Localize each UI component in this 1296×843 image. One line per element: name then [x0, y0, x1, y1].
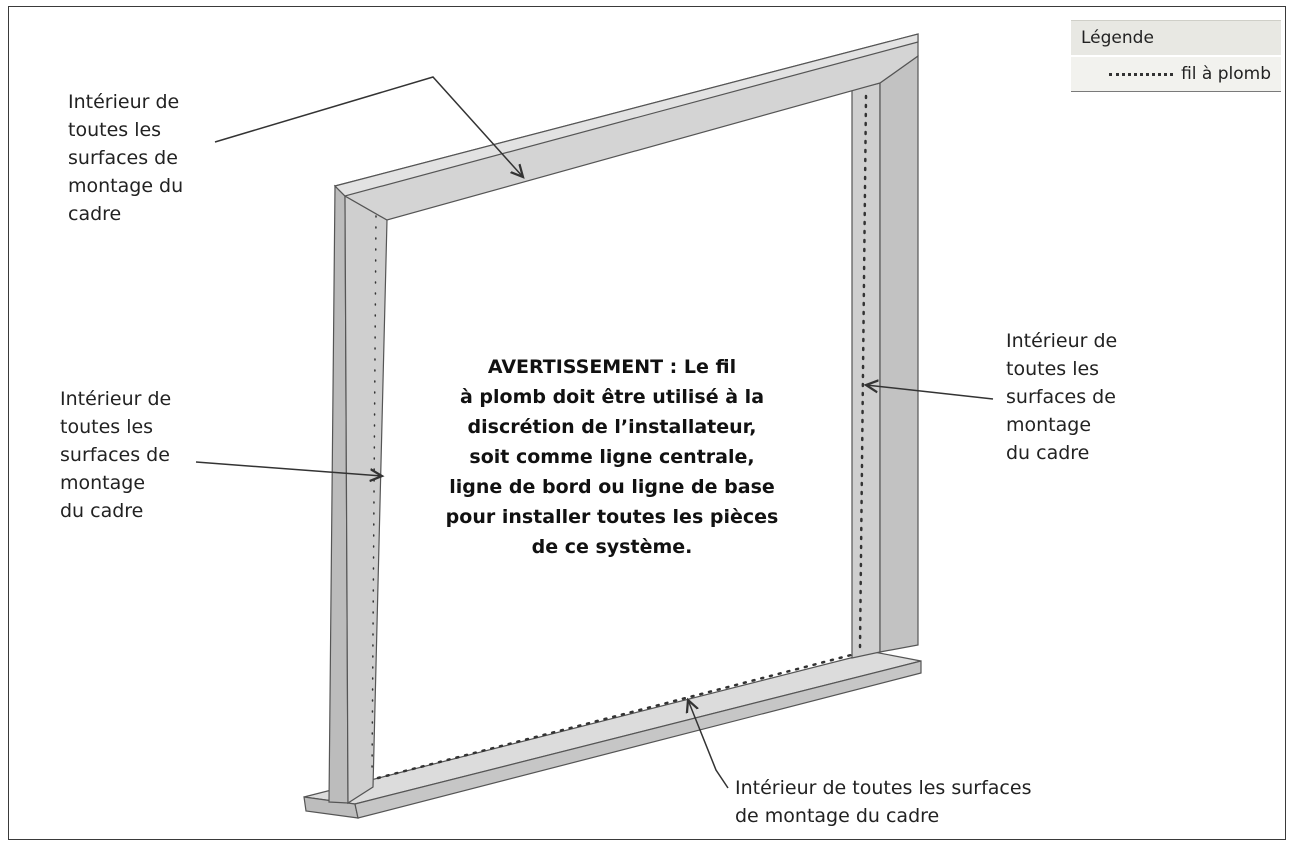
warning-text: AVERTISSEMENT : Le fil à plomb doit être…	[445, 356, 779, 558]
callout-right: Intérieur de toutes les surfaces de mont…	[1006, 330, 1118, 464]
leader-left	[195, 461, 382, 476]
plumb-lines	[371, 94, 868, 780]
plumb-line-right	[858, 94, 868, 650]
figure-border	[8, 6, 1286, 840]
callout-top: Intérieur de toutes les surfaces de mont…	[68, 91, 184, 225]
leader-top	[214, 76, 523, 177]
callout-bottom: Intérieur de toutes les surfaces de mont…	[735, 777, 1032, 827]
legend: Légende fil à plomb	[1071, 20, 1281, 92]
legend-item: fil à plomb	[1071, 57, 1281, 92]
frame-left-jamb	[328, 184, 388, 805]
dotted-line-icon	[1109, 72, 1174, 76]
plumb-line-bottom	[376, 652, 857, 780]
legend-title: Légende	[1071, 20, 1281, 55]
leader-bottom	[688, 700, 729, 789]
leader-right	[866, 385, 994, 400]
legend-item-label: fil à plomb	[1181, 64, 1271, 84]
leader-lines	[195, 76, 994, 789]
frame-right-jamb	[851, 54, 919, 659]
callout-left: Intérieur de toutes les surfaces de mont…	[60, 388, 172, 522]
frame-head	[333, 33, 919, 221]
